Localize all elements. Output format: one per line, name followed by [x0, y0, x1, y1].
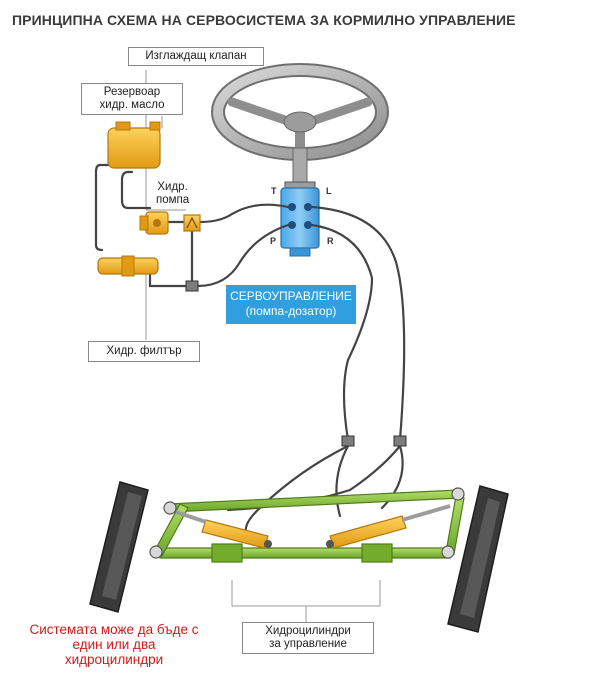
pump-text-line1: Хидр. [157, 181, 188, 193]
hydraulic-filter [97, 255, 159, 277]
servo-metering-unit [280, 181, 320, 257]
note-line3: хидроцилиндри [64, 652, 164, 667]
right-cylinder [326, 504, 451, 549]
reservoir-label: Резервоар хидр. масло [81, 83, 183, 115]
reservoir-text-line2: хидр. масло [99, 99, 165, 111]
diagram-title: ПРИНЦИПНА СХЕМА НА СЕРВОСИСТЕМА ЗА КОРМИ… [12, 12, 516, 28]
pump-text-line2: помпа [156, 194, 190, 206]
smoothing-valve [183, 214, 201, 232]
filter-text: Хидр. филтър [106, 345, 182, 357]
left-cylinder [175, 510, 272, 549]
smoothing-valve-label: Изглаждащ клапан [128, 47, 264, 66]
cylinders-label: Хидроцилиндри за управление [242, 622, 374, 654]
servo-text-line2: (помпа-дозатор) [245, 304, 337, 318]
cylinders-text-line2: за управление [269, 638, 347, 650]
steering-wheel [211, 63, 389, 185]
smoothing-valve-text: Изглаждащ клапан [145, 50, 247, 62]
cylinders-text-line1: Хидроцилиндри [265, 625, 351, 637]
hose-junctions [185, 280, 407, 447]
servo-text-line1: СЕРВОУПРАВЛЕНИЕ [230, 289, 352, 303]
servo-control-label: СЕРВОУПРАВЛЕНИЕ (помпа-дозатор) [226, 285, 356, 324]
port-r-label: R [327, 236, 334, 246]
port-l-label: L [326, 186, 332, 196]
port-t-label: T [271, 186, 277, 196]
hydraulic-pump [139, 211, 169, 235]
reservoir [107, 121, 161, 169]
left-wheel [89, 481, 149, 613]
reservoir-text-line1: Резервоар [103, 86, 161, 98]
note-line1: Системата може да бъде с [29, 622, 199, 637]
filter-label: Хидр. филтър [88, 341, 200, 362]
hydraulic-cylinders [175, 504, 451, 549]
pump-label: Хидр. помпа [156, 181, 189, 207]
cylinder-count-note: Системата може да бъде с един или два хи… [4, 622, 224, 667]
steering-linkage [149, 487, 465, 563]
port-p-label: P [270, 236, 277, 246]
right-wheel [447, 485, 509, 633]
note-line2: един или два [72, 637, 156, 652]
